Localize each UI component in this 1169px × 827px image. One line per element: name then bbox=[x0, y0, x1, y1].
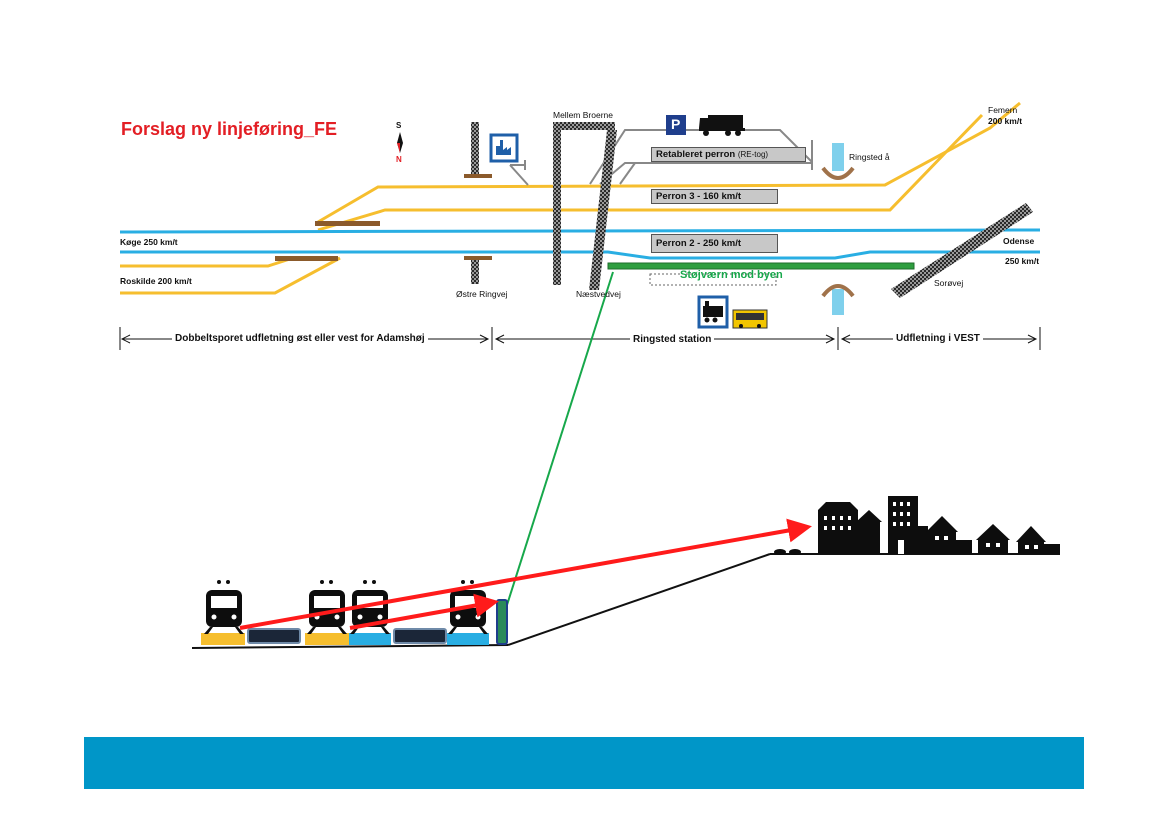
platform-retableret-note: (RE-tog) bbox=[737, 150, 769, 159]
femern-speed-label: 200 km/t bbox=[988, 116, 1023, 126]
ostre-ringvej-label: Østre Ringvej bbox=[456, 289, 508, 299]
track-blue-upper bbox=[119, 228, 1041, 234]
parking-icon bbox=[666, 115, 686, 135]
train-icon bbox=[307, 580, 347, 634]
bridge-naestvedvej bbox=[589, 130, 617, 290]
section-east-label: Dobbeltsporet udfletning øst eller vest … bbox=[172, 333, 428, 344]
roskilde-label: Roskilde 200 km/t bbox=[120, 276, 192, 286]
track-femern-upper bbox=[317, 101, 1021, 224]
train-icon bbox=[204, 580, 244, 634]
sightline bbox=[506, 271, 614, 606]
noise-barrier bbox=[607, 262, 915, 270]
track-blue-lower bbox=[120, 250, 1040, 260]
compass-north-label: N bbox=[396, 155, 402, 164]
mellem-broerne-label: Mellem Broerne bbox=[553, 110, 613, 120]
platform-retableret-label: Retableret perron bbox=[656, 149, 736, 160]
truck-icon bbox=[699, 115, 745, 136]
parking-label: P bbox=[671, 116, 681, 132]
section-west-label: Udfletning i VEST bbox=[893, 333, 983, 344]
bridges bbox=[471, 122, 1033, 298]
sound-arrows bbox=[239, 518, 812, 630]
ringsted-aa-river bbox=[821, 143, 855, 315]
ringsted-aa-label: Ringsted å bbox=[849, 152, 890, 162]
diagram-title: Forslag ny linjeføring_FE bbox=[121, 119, 338, 139]
platform-retableret: Retableret perron (RE-tog) bbox=[651, 147, 806, 162]
bridge-sorovej bbox=[891, 203, 1033, 298]
city-windows bbox=[824, 502, 1038, 554]
yellow-tracks bbox=[120, 101, 1021, 295]
compass-icon bbox=[397, 132, 403, 153]
noise-barrier-section bbox=[496, 599, 508, 645]
track-femern-lower bbox=[317, 113, 984, 232]
noise-barrier-label: Støjværn mod byen bbox=[680, 269, 783, 281]
bridge-mellem-broerne bbox=[553, 122, 615, 285]
blue-tracks bbox=[119, 228, 1041, 260]
section-station-label: Ringsted station bbox=[630, 334, 715, 345]
museum-train-icon bbox=[697, 295, 729, 329]
femern-label: Femern bbox=[988, 105, 1018, 115]
dotted-area bbox=[649, 273, 777, 286]
brown-bars bbox=[275, 174, 492, 261]
bridge-ostre-ringvej-top bbox=[471, 122, 479, 174]
footer-bar bbox=[84, 737, 1084, 789]
platform-2: Perron 2 - 250 km/t bbox=[651, 234, 778, 253]
koge-label: Køge 250 km/t bbox=[120, 237, 178, 247]
platform-3: Perron 3 - 160 km/t bbox=[651, 189, 778, 204]
compass-south-label: S bbox=[396, 121, 402, 130]
odense-label: Odense bbox=[1003, 236, 1035, 246]
odense-speed-label: 250 km/t bbox=[1005, 256, 1040, 266]
track-roskilde bbox=[120, 256, 341, 295]
naestvedvej-label: Næstvedvej bbox=[576, 289, 621, 299]
signal-post bbox=[509, 160, 529, 186]
profile-trains bbox=[204, 580, 488, 634]
bus-icon bbox=[732, 309, 768, 329]
sorovej-label: Sorøvej bbox=[934, 278, 964, 288]
profile-platforms bbox=[201, 628, 489, 645]
bridge-ostre-ringvej-bottom bbox=[471, 260, 479, 284]
factory-icon bbox=[489, 133, 519, 163]
city-skyline bbox=[774, 496, 1060, 555]
track-koge-yellow bbox=[120, 256, 294, 268]
